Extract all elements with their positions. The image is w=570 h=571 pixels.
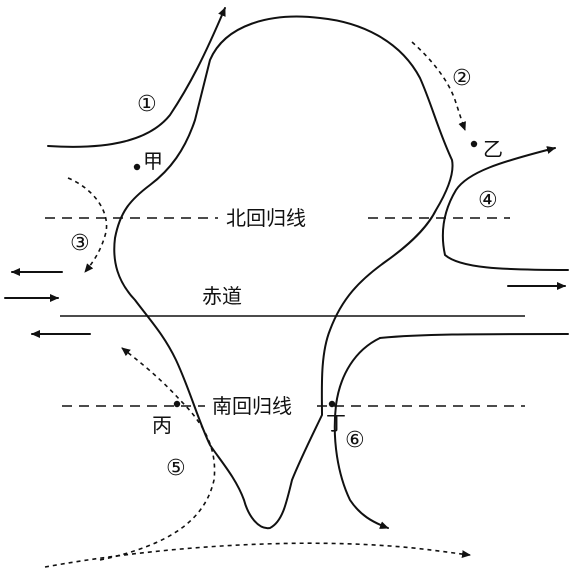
current-2-path	[411, 41, 466, 131]
current-4-path	[441, 146, 569, 271]
point-bing-dot	[173, 400, 181, 408]
current-3-path	[67, 177, 108, 273]
current-2-label: ②	[452, 66, 472, 91]
current-1-label: ①	[137, 92, 157, 117]
point-jia-dot	[133, 163, 141, 171]
current-5-label: ⑤	[166, 456, 186, 481]
current-3-label: ③	[70, 231, 90, 256]
point-yi-dot	[470, 140, 478, 148]
point-bing-label: 丙	[152, 413, 172, 437]
tropic-of-capricorn-label: 南回归线	[212, 394, 292, 418]
current-4-label: ④	[478, 188, 498, 213]
point-ding-label: 丁	[326, 411, 346, 435]
point-ding-dot	[328, 400, 336, 408]
point-jia-label: 甲	[143, 149, 163, 173]
east-south-current-line	[379, 333, 569, 339]
southern-drift-path	[44, 542, 471, 568]
continent-outline	[113, 15, 454, 530]
tropic-capricorn-label-bg	[205, 391, 317, 421]
current-6-label: ⑥	[345, 428, 365, 453]
current-1-path	[47, 7, 226, 148]
tropic-of-cancer-label: 北回归线	[226, 206, 306, 230]
equator-label: 赤道	[202, 284, 242, 308]
tropic-cancer-label-bg	[218, 203, 368, 233]
current-5-path	[99, 347, 216, 561]
point-yi-label: 乙	[483, 137, 503, 161]
current-6-path	[333, 337, 389, 529]
